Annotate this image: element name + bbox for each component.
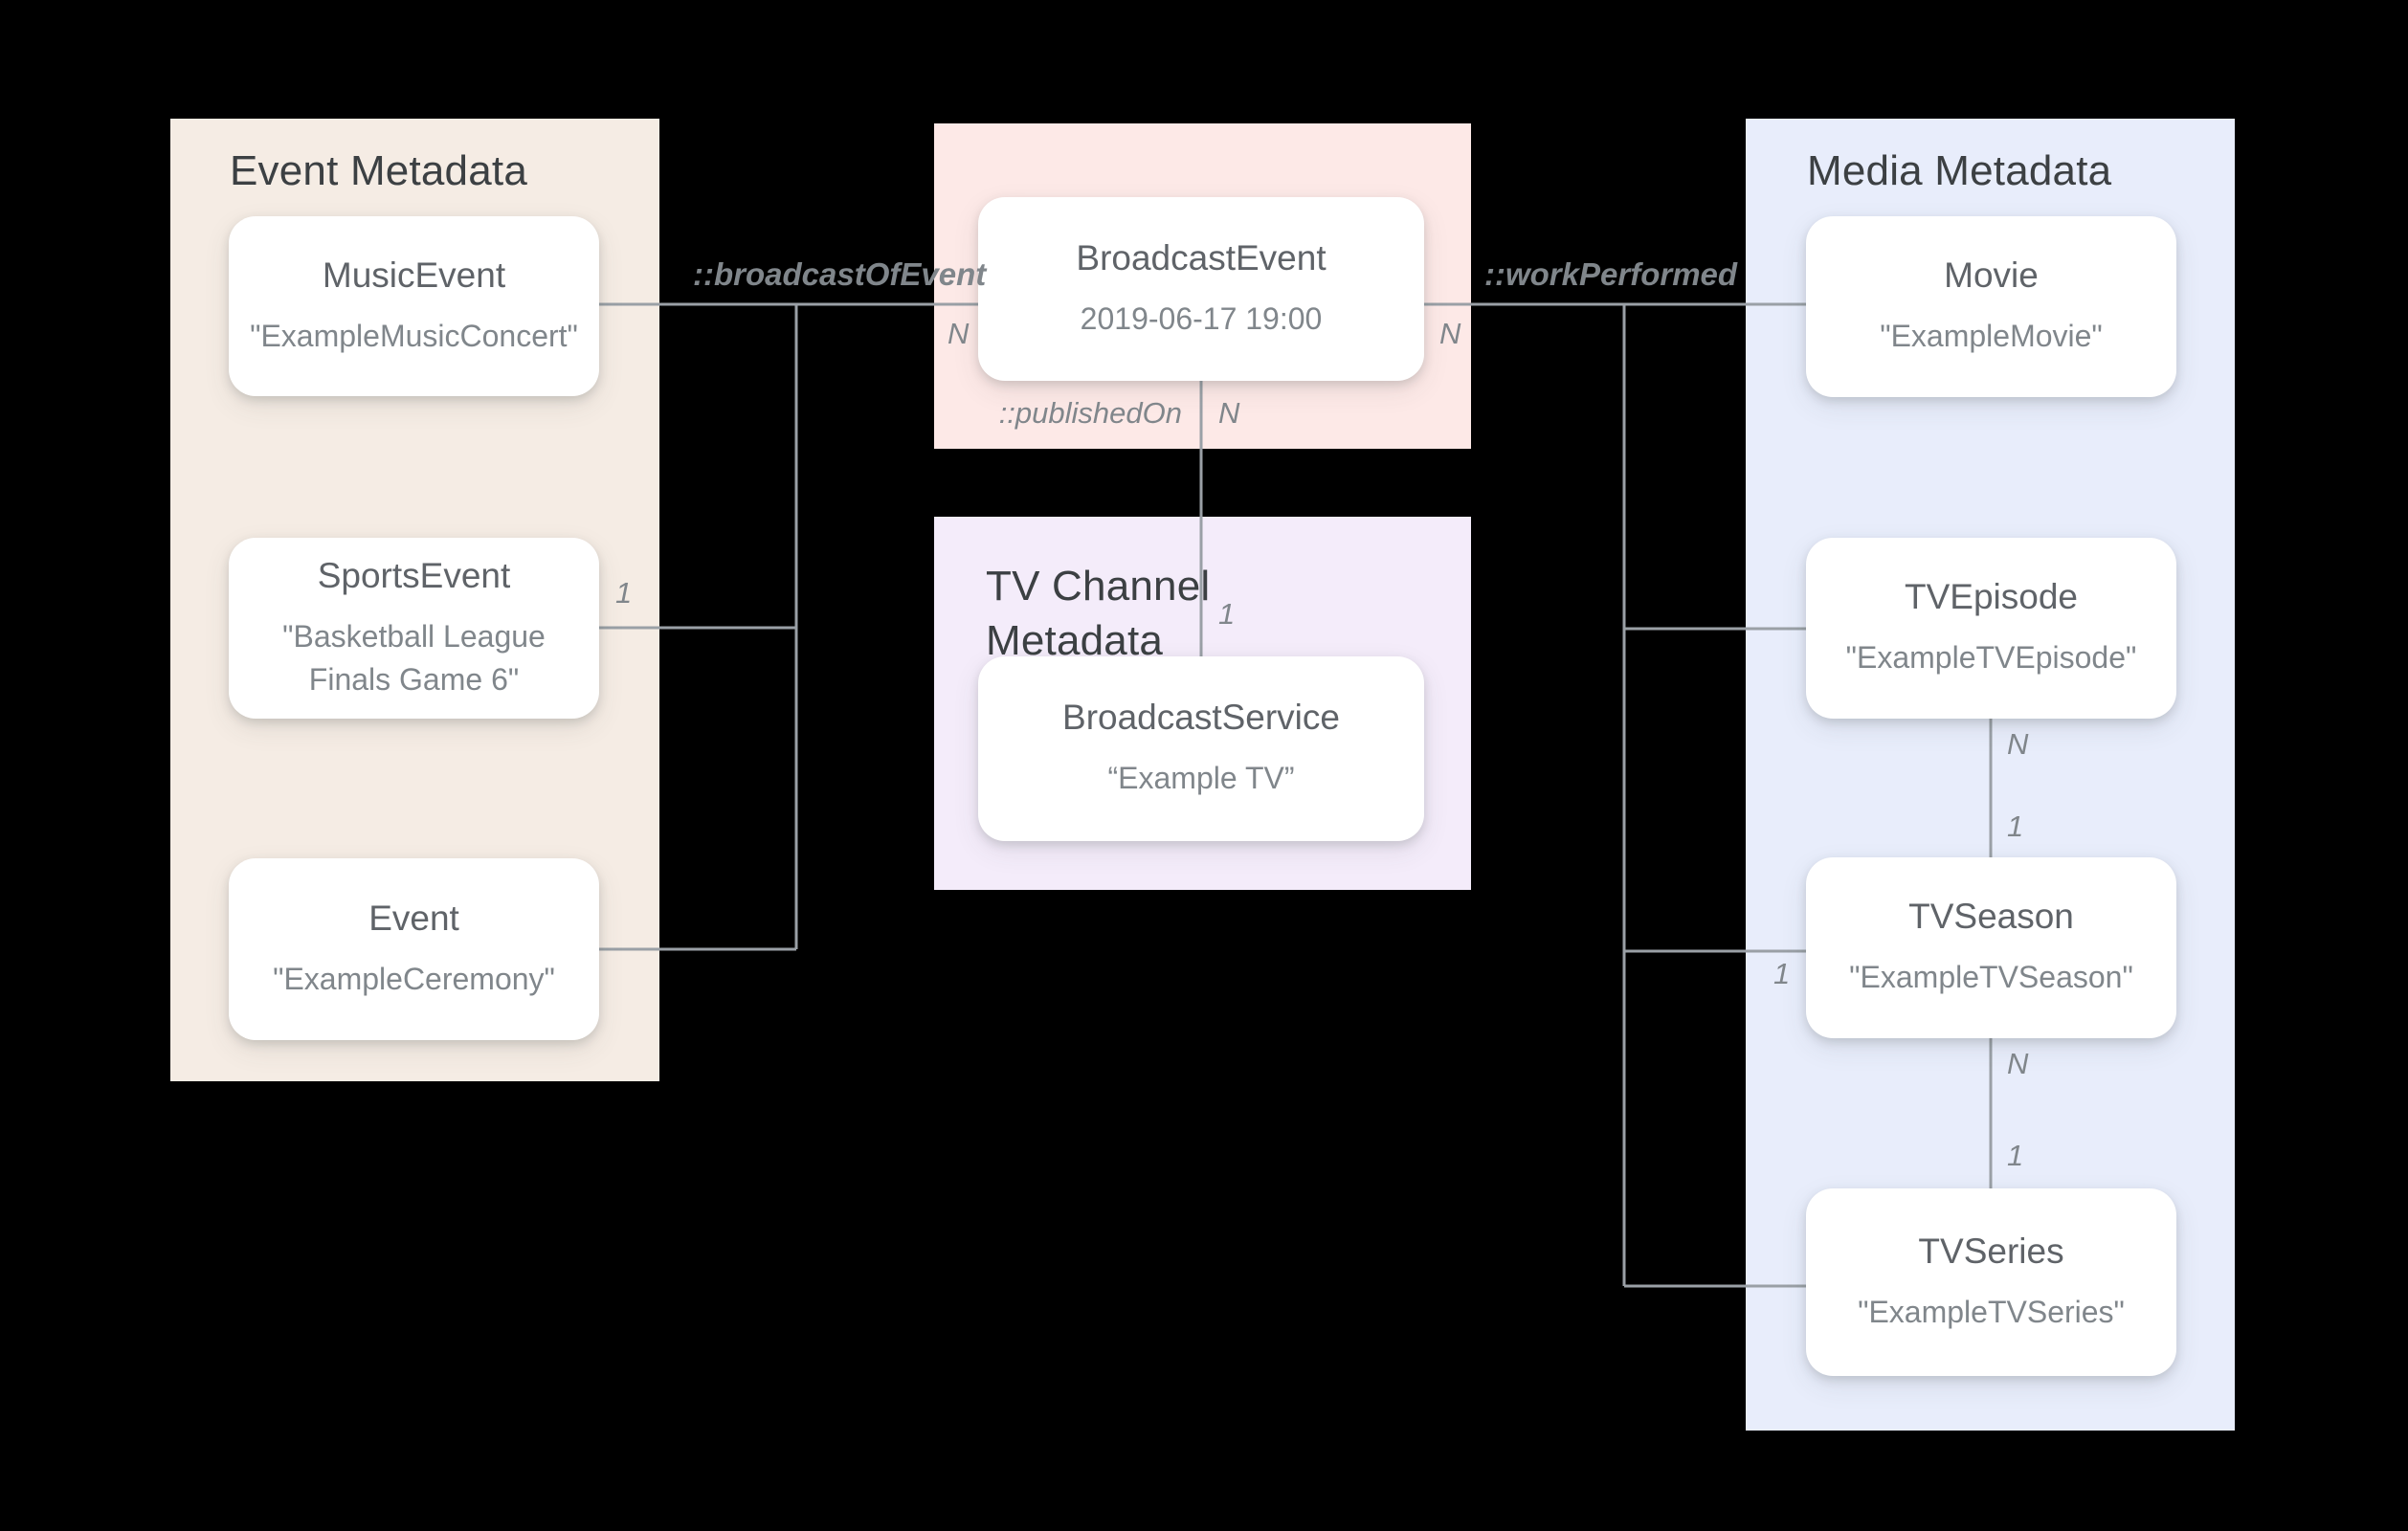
node-movie: Movie "ExampleMovie" [1806,216,2176,397]
panel-title-media-metadata: Media Metadata [1807,147,2112,194]
node-broadcast-service: BroadcastService “Example TV” [978,656,1424,841]
node-subtitle: "ExampleTVSeason" [1849,960,2133,995]
node-title: SportsEvent [317,555,511,595]
node-subtitle: “Example TV” [1107,761,1295,796]
panel-title-tv-channel-metadata: TV Channel Metadata [986,563,1211,665]
node-title: Event [368,898,459,938]
cardinality-1-tvseason-top: 1 [2007,810,2024,843]
node-tv-season: TVSeason "ExampleTVSeason" [1806,857,2176,1038]
cardinality-n-publishedon: N [1218,396,1240,430]
node-title: BroadcastEvent [1076,237,1327,277]
edge-label-workperformed: ::workPerformed [1484,256,1738,292]
cardinality-n-tvseason-bottom: N [2007,1047,2029,1080]
node-subtitle: "ExampleMusicConcert" [250,318,578,353]
node-subtitle: "ExampleMovie" [1880,319,2103,354]
cardinality-n-tvepisode-bottom: N [2007,727,2029,761]
edge-label-broadcastofevent: ::broadcastOfEvent [693,256,987,292]
node-broadcast-event: BroadcastEvent 2019-06-17 19:00 [978,197,1424,381]
node-title: Movie [1944,255,2039,296]
node-title: TVEpisode [1905,577,2078,617]
node-title: TVSeason [1908,897,2074,937]
cardinality-n-broadcastevent-right: N [1439,317,1461,350]
panel-title-event-metadata: Event Metadata [230,147,527,194]
node-title: BroadcastService [1062,698,1340,738]
node-subtitle: "ExampleCeremony" [273,961,555,996]
node-tv-episode: TVEpisode "ExampleTVEpisode" [1806,538,2176,719]
node-subtitle: 2019-06-17 19:00 [1080,300,1323,336]
node-event: Event "ExampleCeremony" [229,858,599,1040]
node-title: TVSeries [1918,1231,2064,1271]
node-tv-series: TVSeries "ExampleTVSeries" [1806,1188,2176,1376]
node-sports-event: SportsEvent "Basketball League Finals Ga… [229,538,599,719]
node-subtitle: "Basketball League Finals Game 6" [282,618,546,697]
node-subtitle: "ExampleTVEpisode" [1845,640,2137,676]
cardinality-1-tvseries-top: 1 [2007,1139,2024,1172]
cardinality-1-broadcastservice: 1 [1218,597,1236,631]
node-music-event: MusicEvent "ExampleMusicConcert" [229,216,599,396]
node-subtitle: "ExampleTVSeries" [1858,1294,2125,1329]
cardinality-n-broadcastevent-left: N [948,317,970,350]
cardinality-1-tvseason-left: 1 [1773,957,1791,990]
cardinality-1-sportsevent: 1 [615,576,633,610]
edge-label-publishedon: ::publishedOn [998,396,1182,430]
node-title: MusicEvent [322,255,506,295]
